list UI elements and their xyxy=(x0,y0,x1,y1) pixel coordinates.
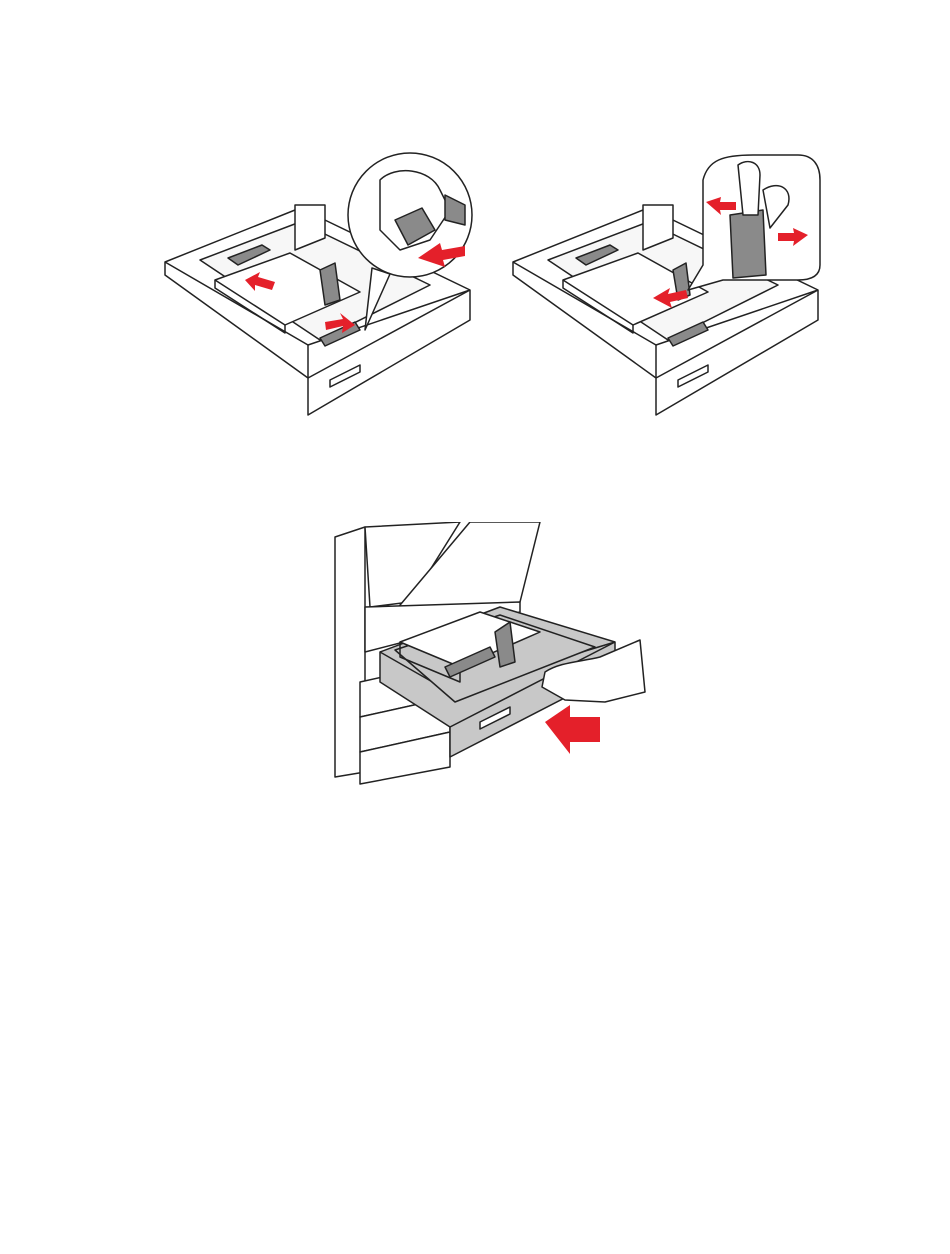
tray-insert-illustration xyxy=(330,522,650,794)
figure-tray-width-guide xyxy=(508,150,828,420)
figure-tray-length-guide xyxy=(160,150,480,420)
figure-tray-insert xyxy=(330,522,650,794)
tray-width-illustration xyxy=(508,150,828,420)
arrow-icon xyxy=(545,705,600,754)
tray-length-illustration xyxy=(160,150,480,420)
